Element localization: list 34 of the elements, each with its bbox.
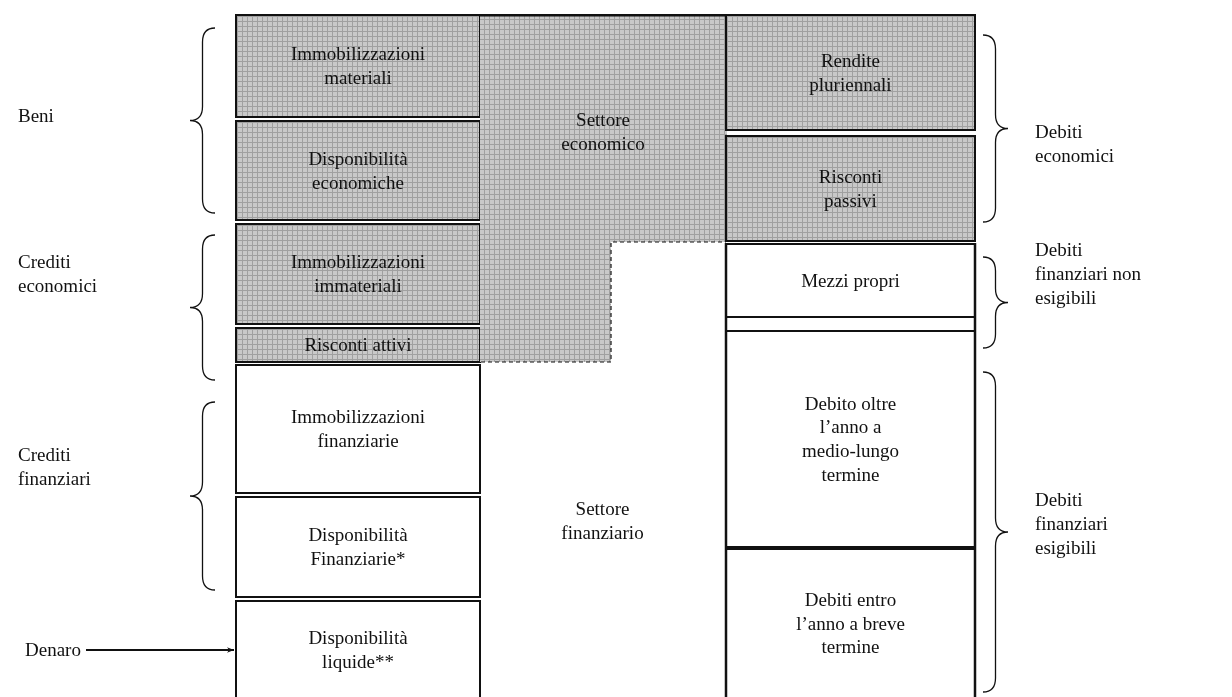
account-label: Mezzi propri (801, 268, 900, 293)
account-label: Disponibilità Finanziarie* (307, 523, 409, 571)
arrow (85, 647, 235, 653)
account-label: Immobilizzazioni finanziarie (290, 405, 426, 453)
account-label: Rendite pluriennali (808, 48, 893, 97)
account-label: Disponibilità economiche (307, 146, 409, 195)
account-label: Debito oltre l’anno a medio-lungo termine (800, 391, 901, 487)
flow-label: Denaro (25, 638, 81, 662)
shaded-account-box (235, 327, 481, 363)
group-label: Beni (18, 104, 55, 128)
account-label: Immobilizzazioni immateriali (290, 250, 426, 298)
account-box (235, 600, 481, 697)
account-label: Debiti entro l’anno a breve termine (795, 587, 906, 660)
group-label: Debiti finanziari esigibili (1035, 488, 1109, 560)
shaded-account-box (235, 223, 481, 325)
account-box (235, 496, 481, 598)
account-box (235, 364, 481, 494)
account-label: Risconti passivi (817, 164, 884, 213)
shaded-account-box (725, 135, 976, 242)
sector-label: Settore economico (560, 108, 646, 156)
account-label: Immobilizzazioni materiali (290, 42, 426, 90)
group-label: Debiti finanziari non esigibili (1035, 238, 1143, 310)
account-label: Risconti attivi (304, 333, 412, 357)
account-box (725, 330, 976, 548)
shaded-account-box (235, 14, 481, 118)
shaded-sector-area (479, 14, 727, 363)
group-label: Debiti economici (1035, 120, 1116, 168)
group-label: Crediti finanziari (18, 443, 92, 491)
shaded-account-box (725, 14, 976, 131)
account-label: Disponibilità liquide** (307, 625, 409, 674)
shaded-account-box (235, 120, 481, 221)
sector-label: Settore finanziario (560, 496, 645, 545)
group-label: Crediti economici (18, 250, 99, 298)
account-box (725, 243, 976, 318)
